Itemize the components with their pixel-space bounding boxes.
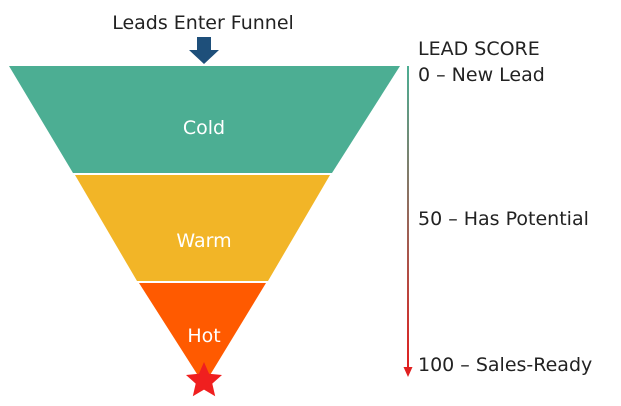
score-level-sales-ready: 100 – Sales-Ready bbox=[418, 354, 593, 376]
score-level-potential: 50 – Has Potential bbox=[418, 208, 589, 230]
star-icon bbox=[186, 362, 222, 397]
stage-label-hot: Hot bbox=[187, 325, 221, 347]
entry-label: Leads Enter Funnel bbox=[112, 12, 294, 34]
funnel-stage-cold bbox=[9, 66, 400, 173]
stage-label-warm: Warm bbox=[176, 230, 232, 252]
score-arrowhead-icon bbox=[403, 367, 413, 377]
funnel-stage-hot bbox=[139, 283, 266, 385]
down-arrow-icon bbox=[189, 37, 219, 64]
score-scale-title: LEAD SCORE bbox=[418, 38, 540, 60]
score-level-new: 0 – New Lead bbox=[418, 64, 545, 86]
funnel-stage-warm bbox=[75, 175, 330, 281]
score-scale-line bbox=[407, 66, 409, 368]
stage-label-cold: Cold bbox=[182, 117, 226, 139]
